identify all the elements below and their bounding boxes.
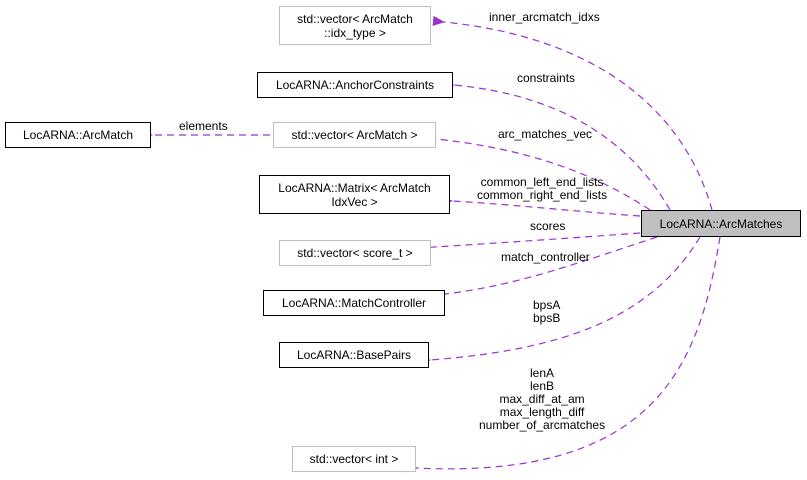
node-vector-idx-type[interactable]: std::vector< ArcMatch ::idx_type > [279,6,431,45]
edge-lengths [404,236,721,473]
edge-base-pairs [418,236,701,366]
node-label: LocARNA::ArcMatches [659,216,783,231]
edge-label-line: bpsA [533,298,561,312]
edge-label-constraints: constraints [517,71,576,85]
edge-label-elements: elements [179,119,228,133]
node-match-controller[interactable]: LocARNA::MatchController [263,290,445,316]
edge-scores [406,232,641,254]
edge-common-end-lists [440,195,641,217]
edge-label-line: max_diff_at_am [499,392,585,406]
edge-label-line: bpsB [533,311,561,325]
node-arcmatch[interactable]: LocARNA::ArcMatch [5,122,151,148]
edge-constraints [442,78,671,211]
edge-label-inner-arcmatch-idxs: inner_arcmatch_idxs [489,10,600,24]
edge-label-line: lenB [530,379,555,393]
node-matrix[interactable]: LocARNA::Matrix< ArcMatch IdxVec > [259,175,450,214]
node-label: ::idx_type > [324,25,386,40]
node-vector-arcmatch[interactable]: std::vector< ArcMatch > [273,122,436,148]
edge-label-line: common_right_end_lists [477,188,608,202]
edge-label-line: lenA [530,366,555,380]
node-label: LocARNA::Matrix< ArcMatch [278,180,431,195]
edge-label-base-pairs: bpsA bpsB [533,299,560,325]
edge-label-lengths: lenA lenB max_diff_at_am max_length_diff… [479,367,605,432]
node-anchor-constraints[interactable]: LocARNA::AnchorConstraints [257,72,453,98]
edge-label-line: max_length_diff [499,405,585,419]
node-label: LocARNA::MatchController [281,296,427,310]
node-vector-score[interactable]: std::vector< score_t > [279,240,431,266]
node-label: std::vector< int > [309,452,399,466]
edge-label-scores: scores [530,219,566,233]
node-label: LocARNA::ArcMatch [22,128,134,142]
node-base-pairs[interactable]: LocARNA::BasePairs [279,342,429,368]
edge-label-arc-matches-vec: arc_matches_vec [498,127,593,141]
node-label: std::vector< score_t > [297,246,413,260]
edge-arc-matches-vec [424,132,651,211]
node-label: std::vector< ArcMatch > [291,128,418,142]
edge-label-common-end-lists: common_left_end_lists common_right_end_l… [477,176,607,202]
node-label: LocARNA::BasePairs [296,348,412,362]
node-label: LocARNA::AnchorConstraints [275,78,435,92]
edge-label-match-controller: match_controller [501,250,590,264]
node-label: std::vector< ArcMatch [297,11,413,26]
node-vector-int[interactable]: std::vector< int > [292,446,416,472]
node-arcmatches[interactable]: LocARNA::ArcMatches [641,210,801,237]
edge-match-controller [433,236,658,301]
edge-label-line: number_of_arcmatches [479,418,606,432]
edge-label-line: common_left_end_lists [480,175,604,189]
node-label: IdxVec > [331,194,378,209]
